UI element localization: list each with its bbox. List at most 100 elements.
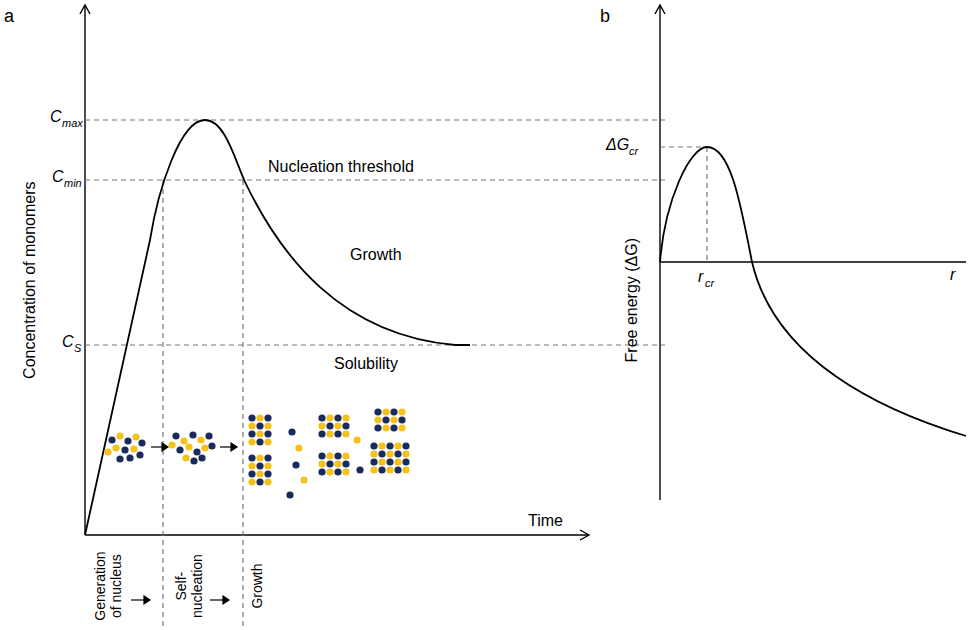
particle-dot [248,454,255,461]
particle-dot [256,478,263,485]
chart-label: cr [705,277,714,290]
particle-dot [198,454,205,461]
particle-dot [248,470,255,477]
particle-dot [264,478,271,485]
particle-dot [382,424,389,431]
particle-dot [402,458,409,465]
axis-title: Concentration of monomers [21,150,39,410]
particle-dot [264,430,271,437]
particle-dot [256,470,263,477]
panel-letter: b [600,6,610,27]
particle-dot [370,450,377,457]
particle-dot [390,408,397,415]
particle-dot [386,442,393,449]
particle-dot [292,461,299,468]
chart-label: ΔG [606,136,629,154]
particle-dot [288,428,295,435]
particle-dot [132,433,139,440]
concentration-curve [85,120,470,535]
particle-dot [378,466,385,473]
particle-dot [398,408,405,415]
particle-dot [205,432,212,439]
particle-dot [342,468,349,475]
particle-dot [295,444,302,451]
particle-dot [130,445,137,452]
particle-dot [342,414,349,421]
particle-dot [248,430,255,437]
particle-dot [394,450,401,457]
particle-dot [378,458,385,465]
particle-dot [342,422,349,429]
chart-label: C [62,333,74,351]
particle-dot [193,448,200,455]
particle-dot [201,444,208,451]
particle-dot [248,422,255,429]
particle-dot [326,414,333,421]
particle-dot [248,462,255,469]
particle-dot [334,460,341,467]
particle-dot [398,424,405,431]
axis-title: Free energy (ΔG) [623,200,641,400]
particle-dot [264,470,271,477]
particle-dot [386,450,393,457]
axes [80,5,966,540]
particle-dot [402,450,409,457]
particle-dot [104,448,111,455]
particle-dot [374,416,381,423]
particle-dot [374,408,381,415]
particle-dot [208,442,215,449]
particle-dot [190,457,197,464]
particle-dot [326,468,333,475]
particle-dot [256,454,263,461]
guide-lines [85,120,707,628]
particle-dot [264,454,271,461]
particle-dot [182,454,189,461]
particle-dot [264,422,271,429]
particle-dot [108,436,115,443]
particle-dot [185,443,192,450]
particle-dot [370,466,377,473]
particle-dot [370,458,377,465]
particle-dot [256,430,263,437]
particle-dot [334,468,341,475]
particle-dot [394,442,401,449]
particle-dot [398,416,405,423]
stage-label: Generation of nucleus [92,546,124,626]
particle-dot [124,437,131,444]
particle-dot [136,451,143,458]
particle-dot [189,431,196,438]
particle-dot [264,462,271,469]
particle-dot [402,442,409,449]
particle-dot [121,446,128,453]
particle-dot [386,458,393,465]
chart-label: min [64,177,82,190]
particle-dot [342,460,349,467]
particle-dot [256,438,263,445]
particle-dot [353,436,360,443]
particle-dot [378,442,385,449]
particle-dot [394,466,401,473]
particle-dot [318,414,325,421]
particle-dot [382,416,389,423]
particle-dot [334,430,341,437]
chart-label: r [698,268,703,286]
axis-title: Time [528,512,563,530]
particle-dot [126,454,133,461]
particle-dot [256,422,263,429]
chart-label: C [50,108,62,126]
chart-label: max [62,117,83,130]
particle-dot [356,466,363,473]
particle-dot [172,432,179,439]
particle-dot [318,452,325,459]
particle-dot [326,430,333,437]
particle-dot [286,491,293,498]
particle-dot [326,452,333,459]
stage-label: Self- nucleation [173,546,205,626]
particle-dot [334,414,341,421]
particle-dot [264,438,271,445]
particle-dot [394,458,401,465]
particle-dot [334,422,341,429]
particle-dot [370,442,377,449]
particle-dot [116,432,123,439]
particle-dot [402,466,409,473]
